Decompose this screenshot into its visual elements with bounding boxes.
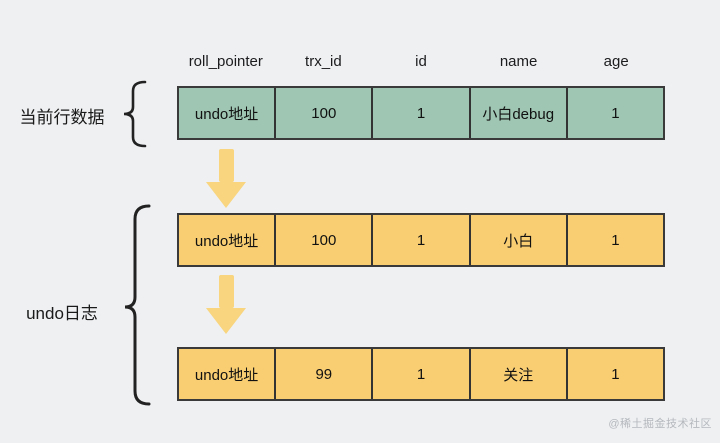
curly-brace-small <box>123 80 147 148</box>
watermark-text: @稀土掘金技术社区 <box>608 418 712 430</box>
cell-trx-id: 99 <box>276 349 374 399</box>
cell-age: 1 <box>611 365 620 383</box>
cell-id: 1 <box>373 215 471 265</box>
cell-roll-pointer: undo地址 <box>179 88 277 138</box>
arrow-head <box>206 182 246 208</box>
arrow-head <box>206 308 246 334</box>
cell-name: 关注 <box>471 349 568 399</box>
current-row-label: 当前行数据 <box>19 108 105 127</box>
column-header-roll-pointer: roll_pointer <box>188 52 263 70</box>
column-header-id: id <box>415 52 427 70</box>
cell-id: 1 <box>373 349 471 399</box>
down-arrow-icon <box>206 149 246 208</box>
cell-trx-id: 100 <box>276 88 374 138</box>
down-arrow-icon <box>206 275 246 334</box>
column-header-age: age <box>603 52 629 70</box>
undo-row-2-table: undo地址 99 1 关注 1 <box>177 347 665 401</box>
undo-log-label: undo日志 <box>26 304 98 323</box>
column-header-trx-id: trx_id <box>305 52 342 70</box>
column-header-name: name <box>499 52 538 70</box>
arrow-shaft <box>218 275 234 308</box>
current-row-table: undo地址 100 1 小白debug 1 <box>177 86 665 140</box>
cell-age: 1 <box>611 231 620 249</box>
cell-roll-pointer: undo地址 <box>179 349 277 399</box>
cell-id: 1 <box>373 88 471 138</box>
curly-brace-big <box>124 204 151 406</box>
cell-name: 小白debug <box>471 88 568 138</box>
cell-trx-id: 100 <box>276 215 374 265</box>
cell-age: 1 <box>611 104 620 122</box>
cell-roll-pointer: undo地址 <box>179 215 277 265</box>
arrow-shaft <box>218 149 234 182</box>
column-headers: roll_pointer trx_id id name age <box>177 50 665 72</box>
undo-row-1-table: undo地址 100 1 小白 1 <box>177 213 665 267</box>
cell-name: 小白 <box>471 215 568 265</box>
